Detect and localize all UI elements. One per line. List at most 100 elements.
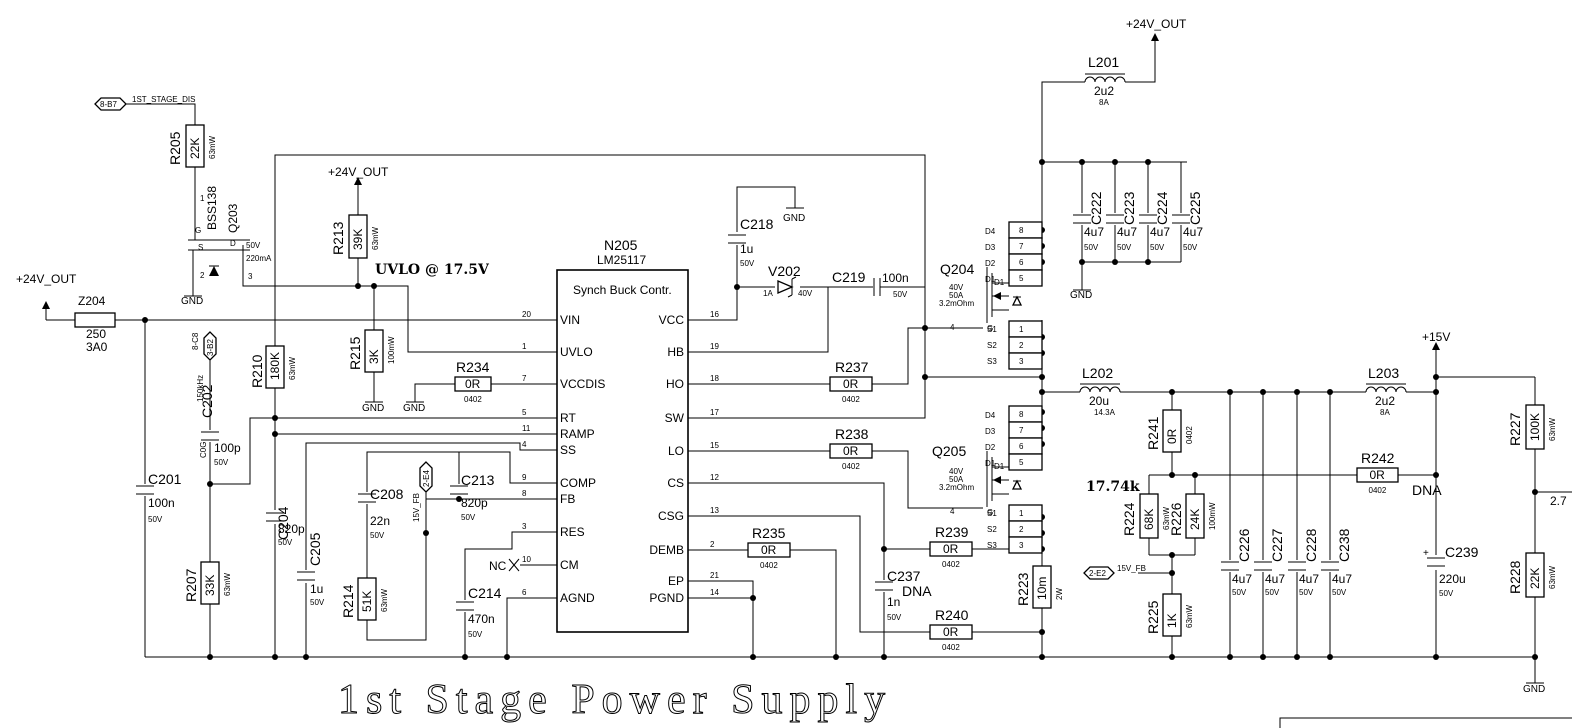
polarity-mark: +	[1423, 548, 1429, 559]
capacitor-value: 4u7	[1299, 572, 1319, 586]
resistor-value: 68K	[1142, 509, 1156, 530]
off-page-connectors: 8-B7 1ST_STAGE_DIS 8-C8 3-B2 150kHz 2-E4…	[94, 95, 1146, 580]
resistor-value: 0R	[943, 625, 959, 639]
resistor-rating: 0402	[942, 643, 960, 652]
fet-rdson: 3.2mOhm	[939, 299, 974, 308]
capacitor-value: 4u7	[1265, 572, 1285, 586]
ic-pin-number: 14	[710, 588, 719, 597]
ic-pin-number: 17	[710, 408, 719, 417]
resistor-rating: 63mW	[208, 135, 217, 159]
resistor-value: 10m	[1035, 577, 1049, 600]
fet-source-name: S1	[987, 325, 997, 334]
resistor-ref: R213	[330, 221, 346, 255]
diode-v202: V202 1A 40V	[763, 263, 813, 298]
fet-drain-number: 6	[1019, 258, 1024, 267]
resistor-value: 0R	[465, 377, 481, 391]
fet-ref: Q204	[940, 261, 974, 277]
resistor-body	[265, 345, 285, 389]
osc-note: 150kHz	[196, 375, 205, 402]
page-title: 1st Stage Power Supply	[338, 677, 892, 723]
ic-pin-number: 10	[522, 555, 531, 564]
capacitor-value: 1n	[887, 595, 900, 609]
resistor-rating: 100mW	[387, 336, 396, 364]
ic-desc: Synch Buck Contr.	[573, 283, 672, 297]
resistor-ref: R240	[935, 607, 969, 623]
fet-source-number: 3	[1019, 357, 1024, 366]
fet-drain-number: 8	[1019, 410, 1024, 419]
ic-pin-name: CM	[560, 558, 579, 572]
fet-source-number: 1	[1019, 509, 1024, 518]
fet-gate-name: G	[987, 324, 993, 333]
ic-ref: N205	[604, 237, 638, 253]
fet-drain-name: D2	[985, 443, 996, 452]
stage-dis-ref: 8-B7	[100, 100, 117, 109]
ic-pin-name: HO	[666, 377, 684, 391]
resistor-body	[1162, 593, 1182, 637]
inductor-coil	[1365, 386, 1407, 393]
resistor-value: 22K	[1528, 568, 1542, 589]
fet-current: 50A	[949, 291, 964, 300]
capacitor-voltage: 50V	[1117, 243, 1132, 252]
ic-pin-number: 16	[710, 310, 719, 319]
fet-gate-name: G	[987, 508, 993, 517]
capacitor-value: 4u7	[1332, 572, 1352, 586]
resistor-body	[929, 624, 973, 640]
inductor-rating: 8A	[1099, 98, 1109, 107]
fet-drain-name: D3	[985, 243, 996, 252]
q203-pin2: 2	[200, 271, 205, 280]
ic-pin-number: 2	[710, 540, 715, 549]
fet-drain-number: 7	[1019, 426, 1024, 435]
capacitor-ref: C224	[1154, 191, 1170, 225]
ic-pin-name: DEMB	[649, 543, 684, 557]
resistor-body	[829, 443, 873, 459]
resistor-value: 0R	[761, 543, 777, 557]
fet-drain-number: 8	[1019, 226, 1024, 235]
resistor-ref: R224	[1121, 502, 1137, 536]
resistor-body	[1525, 404, 1545, 450]
fet-drain-name: D3	[985, 427, 996, 436]
fet-d1-label: D1	[994, 462, 1005, 471]
fet-source-name: S1	[987, 509, 997, 518]
v24-r213-label: +24V_OUT	[328, 165, 389, 179]
ic-pin-name: FB	[560, 492, 575, 506]
fb-a-ref: 2-E4	[422, 470, 431, 487]
osc-ref1: 8-C8	[191, 332, 200, 350]
resistor-ref: R242	[1361, 450, 1395, 466]
q203-pin3: 3	[248, 272, 253, 281]
ic-pin-name: SS	[560, 443, 576, 457]
ic-pin-name: AGND	[560, 591, 595, 605]
capacitor-ref: C208	[370, 486, 404, 502]
fet-drain-number: 5	[1019, 274, 1024, 283]
resistor-body	[357, 577, 377, 621]
resistor-body	[200, 561, 220, 605]
v202-voltage: 40V	[798, 289, 813, 298]
gnd-vccdis: GND	[403, 401, 425, 414]
ic-pin-name: UVLO	[560, 345, 593, 359]
fet-ref: Q205	[932, 443, 966, 459]
fet-current: 50A	[949, 475, 964, 484]
ic-pin-number: 7	[522, 374, 527, 383]
capacitor-voltage: 50V	[1150, 243, 1165, 252]
capacitor-dielectric: C0G	[199, 442, 208, 458]
capacitor-ref: C227	[1269, 528, 1285, 562]
fet-gate-number: 4	[950, 323, 955, 332]
inductor-ref: L202	[1082, 365, 1113, 381]
capacitor-value: 4u7	[1183, 225, 1203, 239]
